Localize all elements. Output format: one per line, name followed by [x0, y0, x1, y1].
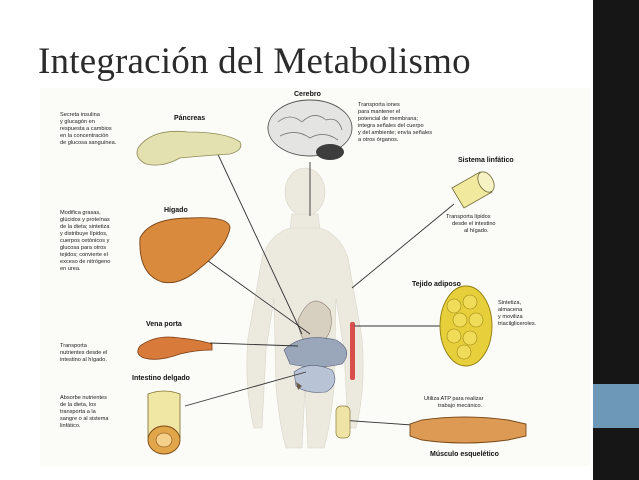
- organ-intestine-desc-1: de la dieta, los: [60, 402, 96, 408]
- organ-pancreas-desc-2: respuesta a cambios: [60, 126, 112, 132]
- organ-lymph: Sistema linfático Transporta lípidos des…: [446, 157, 514, 234]
- organ-liver-name: Hígado: [164, 207, 188, 214]
- right-accent-bar: [593, 384, 639, 428]
- organ-intestine-desc-3: sangre o al sistema: [60, 416, 109, 422]
- organ-intestine-name: Intestino delgado: [132, 375, 190, 382]
- organ-liver-desc-2: de la dieta; sintetiza: [60, 224, 110, 230]
- organ-adipose-desc-2: y moviliza: [498, 314, 523, 320]
- organ-pancreas-name: Páncreas: [174, 115, 205, 122]
- pancreas-icon: [136, 130, 242, 166]
- organ-lymph-desc-0: Transporta lípidos: [446, 214, 491, 220]
- organ-lymph-desc-1: desde el intestino: [452, 221, 496, 227]
- brain-icon: [267, 99, 353, 160]
- organ-intestine: Intestino delgado Absorbe nutrientes de …: [60, 375, 190, 455]
- organ-liver-desc-8: en urea.: [60, 266, 81, 272]
- organ-muscle: Utiliza ATP para realizar trabajo mecáni…: [335, 396, 527, 458]
- organ-adipose-desc-3: triacilgliceroles.: [498, 321, 537, 327]
- lymph-vessel-icon: [451, 171, 495, 209]
- diagram-canvas: Páncreas Secreta insulina y glucagón en …: [60, 91, 537, 458]
- organ-pancreas-desc-3: en la concentración: [60, 133, 109, 139]
- metabolism-diagram: Páncreas Secreta insulina y glucagón en …: [40, 88, 590, 466]
- portal-vein-icon: [137, 336, 213, 360]
- organ-intestine-desc-4: linfático.: [60, 423, 81, 429]
- organ-liver-desc-5: glucosa para otros: [60, 245, 106, 251]
- leg-muscle-marker: [335, 405, 351, 439]
- organ-liver-desc-7: exceso de nitrógeno: [60, 259, 110, 265]
- small-intestine-icon: [147, 390, 181, 455]
- organ-liver-desc-1: glúcidos y proteínas: [60, 217, 110, 223]
- organ-portal-vein: Vena porta Transporta nutrientes desde e…: [60, 321, 213, 363]
- organ-liver-desc-3: y distribuye lípidos,: [60, 231, 108, 237]
- organ-liver-desc-0: Modifica grasas,: [60, 210, 101, 216]
- adipose-tissue-icon: [439, 285, 493, 367]
- organ-muscle-desc-1: trabajo mecánico.: [438, 403, 483, 409]
- liver-icon: [139, 217, 231, 284]
- organ-muscle-desc-0: Utiliza ATP para realizar: [424, 396, 484, 402]
- organ-brain-desc-3: integra señales del cuerpo: [358, 123, 424, 129]
- organ-adipose-name-line: Tejido adiposo: [412, 281, 461, 288]
- organ-pancreas-desc-4: de glucosa sanguínea.: [60, 140, 117, 146]
- organ-muscle-name: Músculo esquelético: [430, 451, 499, 458]
- organ-brain-desc-4: y del ambiente; envía señales: [358, 130, 432, 136]
- organ-brain-desc-5: a otros órganos.: [358, 137, 399, 143]
- organ-adipose: Tejido adiposo Sintetiza, almacena y mov…: [412, 281, 537, 367]
- organ-pancreas-desc-1: y glucagón en: [60, 119, 95, 125]
- organ-liver-desc-6: tejidos; convierte el: [60, 252, 108, 258]
- organ-adipose-desc-1: almacena: [498, 307, 523, 313]
- organ-portal-name: Vena porta: [146, 321, 182, 328]
- organ-intestine-desc-2: transporta a la: [60, 409, 97, 415]
- skeletal-muscle-icon: [409, 416, 527, 444]
- organ-pancreas-desc-0: Secreta insulina: [60, 112, 101, 118]
- organ-adipose-desc-0: Sintetiza,: [498, 300, 521, 306]
- organ-liver-desc-4: cuerpos cetónicos y: [60, 238, 110, 244]
- organ-brain-desc-2: potencial de membrana;: [358, 116, 418, 122]
- organ-intestine-desc-0: Absorbe nutrientes: [60, 395, 107, 401]
- organ-pancreas: Páncreas Secreta insulina y glucagón en …: [60, 112, 242, 166]
- organ-lymph-desc-2: al hígado.: [464, 228, 489, 234]
- organ-brain: Cerebro Transporta iones para mantener e…: [267, 91, 432, 160]
- organ-liver: Hígado Modifica grasas, glúcidos y prote…: [60, 207, 231, 284]
- organ-brain-name: Cerebro: [294, 91, 321, 98]
- organ-portal-desc-0: Transporta: [60, 343, 88, 349]
- organ-brain-desc-1: para mantener el: [358, 109, 400, 115]
- organ-lymph-name: Sistema linfático: [458, 157, 514, 164]
- organ-portal-desc-1: nutrientes desde el: [60, 350, 107, 356]
- organ-brain-desc-0: Transporta iones: [358, 102, 400, 108]
- organ-portal-desc-2: intestino al hígado.: [60, 357, 107, 363]
- slide-title: Integración del Metabolismo: [38, 41, 471, 82]
